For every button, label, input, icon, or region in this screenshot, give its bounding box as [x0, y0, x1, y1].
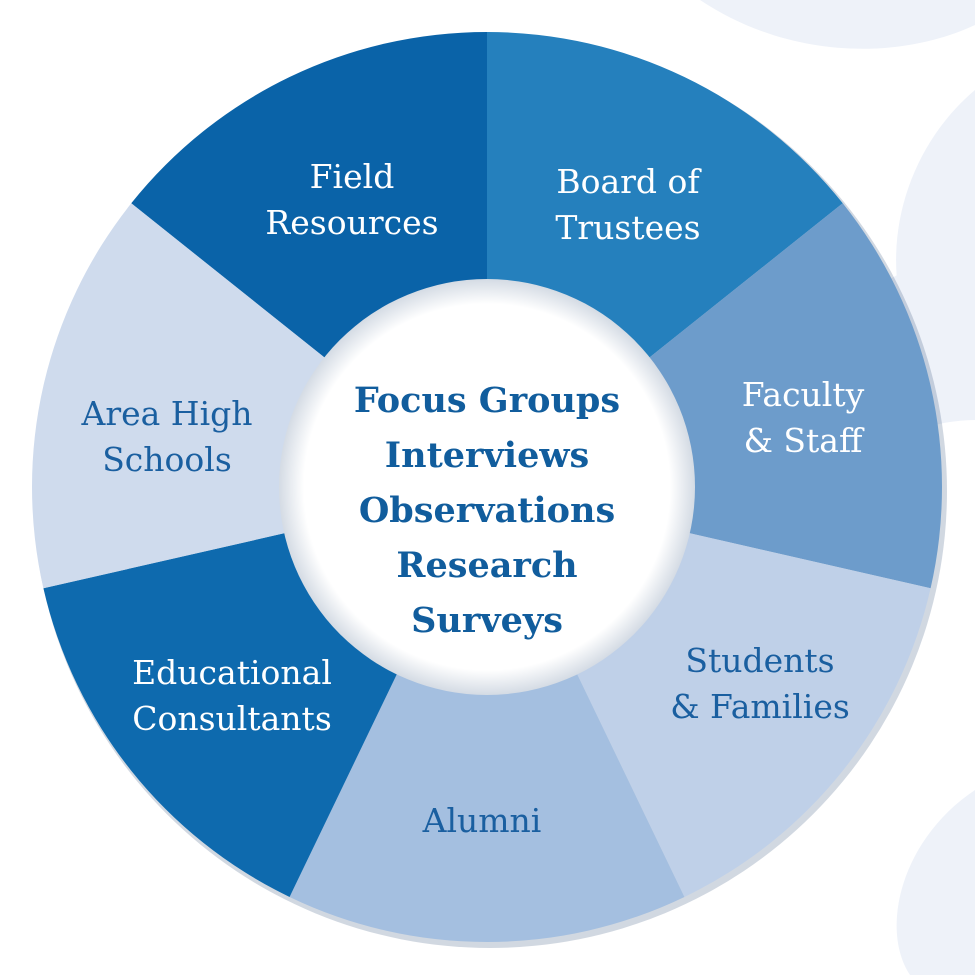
center-method-item: Research	[396, 545, 577, 586]
center-method-item: Surveys	[411, 600, 563, 641]
segment-label-line: Students	[685, 641, 834, 680]
center-method-item: Interviews	[385, 435, 589, 476]
segment-label: Board of Trustees	[555, 162, 702, 247]
segment-label: Students & Families	[670, 641, 850, 726]
wheel-segment	[487, 32, 843, 358]
wheel-segment	[43, 533, 398, 897]
segment-label: Alumni	[422, 801, 542, 840]
center-hub	[279, 279, 695, 695]
wheel-segment	[648, 203, 943, 589]
wheel-segment	[31, 203, 326, 589]
watermark-leaf-bottom	[896, 790, 975, 975]
segment-label-line: Alumni	[422, 801, 542, 840]
wheel-segment	[131, 32, 488, 358]
segment-label-line: Board of	[556, 162, 702, 201]
segment-label-line: Trustees	[555, 208, 700, 247]
center-method-item: Observations	[359, 490, 615, 531]
segment-label-line: Educational	[132, 653, 332, 692]
watermark-leaf-top	[700, 0, 975, 49]
segment-label-line: Consultants	[132, 699, 332, 738]
segment-label-line: & Families	[670, 687, 850, 726]
center-method-item: Focus Groups	[354, 380, 620, 421]
segment-label: Faculty & Staff	[742, 375, 865, 460]
wheel-segment	[289, 673, 685, 942]
segment-label-line: Schools	[102, 440, 232, 479]
segment-label-line: & Staff	[744, 421, 865, 460]
segment-label-line: Faculty	[742, 375, 865, 414]
wheel-segment	[576, 533, 931, 897]
segment-label-line: Area High	[80, 394, 252, 433]
segments-group	[31, 32, 943, 942]
segment-label-line: Resources	[265, 203, 438, 242]
center-hub-circle	[279, 279, 695, 695]
segment-label-line: Field	[310, 157, 395, 196]
